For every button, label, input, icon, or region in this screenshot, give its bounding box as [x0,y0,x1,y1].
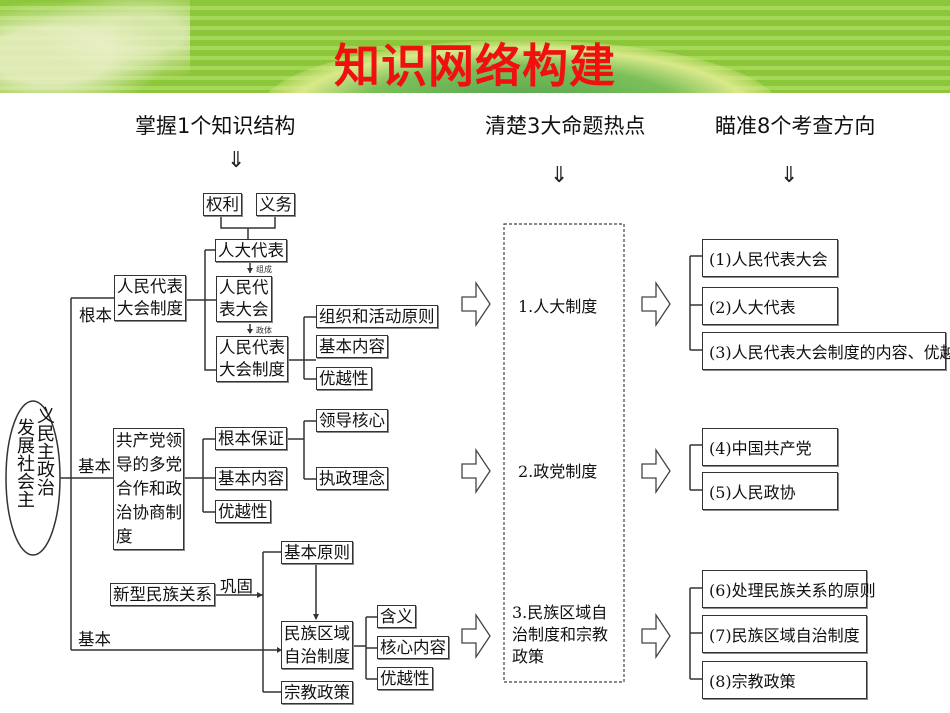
box-regional-autonomy: 民族区域自治制度 [281,621,353,669]
box-ruling-idea: 执政理念 [316,467,388,490]
down-arrow-icon: ⇓ [780,163,799,188]
box-leading-core: 领导核心 [316,409,388,432]
direction-4: (4)中国共产党 [702,428,838,466]
flower-decoration [0,0,190,93]
hotspot-2: 2.政党制度 [518,462,598,481]
direction-3: (3)人民代表大会制度的内容、优越性 [702,332,950,370]
oval-text-col2: 义民主政治 [34,406,55,496]
oval-text-col1: 发展社会主 [14,418,35,508]
box-basic-principle: 基本原则 [281,541,353,564]
header-banner [0,0,950,93]
box-duties: 义务 [256,193,295,216]
label-consolidate: 巩固 [220,577,253,596]
box-basic-content: 基本内容 [316,335,388,358]
down-arrow-icon: ⇓ [227,148,246,173]
box-ethnic-relation: 新型民族关系 [110,583,215,606]
direction-8: (8)宗教政策 [702,661,867,699]
slide-title: 知识网络构建 [334,39,616,93]
label-compose: 组成 [256,265,272,274]
box-npc-system-main: 人民代表大会制度 [114,275,186,321]
regional-line1: 民族区域 [284,624,350,643]
heading-structure: 掌握1个知识结构 [135,114,296,138]
npc-main-line1: 人民代表 [117,277,183,296]
label-polity: 政体 [256,326,272,335]
heading-directions: 瞄准8个考查方向 [715,114,876,138]
box-core-content: 核心内容 [377,636,449,659]
direction-6: (6)处理民族关系的原则 [702,570,876,608]
down-arrow-icon: ⇓ [550,163,569,188]
cpc-line: 合作和政 [116,479,182,498]
box-basic-content-2: 基本内容 [215,467,287,490]
box-rights: 权利 [203,193,242,216]
box-org-principle: 组织和活动原则 [316,305,438,328]
cpc-line: 治协商制 [116,503,182,522]
npc-system-line1: 人民代表 [219,338,285,357]
direction-2: (2)人大代表 [702,287,838,325]
npc-main-line2: 大会制度 [117,299,183,318]
box-npc-system: 人民代表大会制度 [216,336,288,382]
box-npc: 人民代表大会 [216,276,272,322]
npc-line1: 人民代 [219,278,269,297]
direction-5: (5)人民政协 [702,472,838,510]
box-deputies: 人大代表 [215,239,287,262]
label-root: 根本 [79,306,112,325]
npc-line2: 表大会 [219,300,269,319]
box-superiority-3: 优越性 [377,667,433,690]
heading-hotspots: 清楚3大命题热点 [485,114,646,138]
regional-line2: 自治制度 [284,647,350,666]
label-basic: 基本 [78,457,111,476]
direction-7: (7)民族区域自治制度 [702,615,867,653]
box-superiority: 优越性 [316,367,372,390]
hotspot-1: 1.人大制度 [518,297,598,316]
cpc-line: 导的多党 [116,455,182,474]
hotspot-3: 3.民族区域自治制度和宗教政策 [512,603,609,666]
box-superiority-2: 优越性 [215,500,271,523]
direction-1: (1)人民代表大会 [702,239,838,277]
box-meaning: 含义 [377,605,416,628]
npc-system-line2: 大会制度 [219,360,285,379]
cpc-line: 度 [116,527,133,546]
cpc-line: 共产党领 [116,431,182,450]
label-basic-2: 基本 [78,630,111,649]
box-religion: 宗教政策 [281,681,353,704]
box-cpc-system: 共产党领导的多党合作和政治协商制度 [113,428,184,550]
box-root-guarantee: 根本保证 [215,427,287,450]
